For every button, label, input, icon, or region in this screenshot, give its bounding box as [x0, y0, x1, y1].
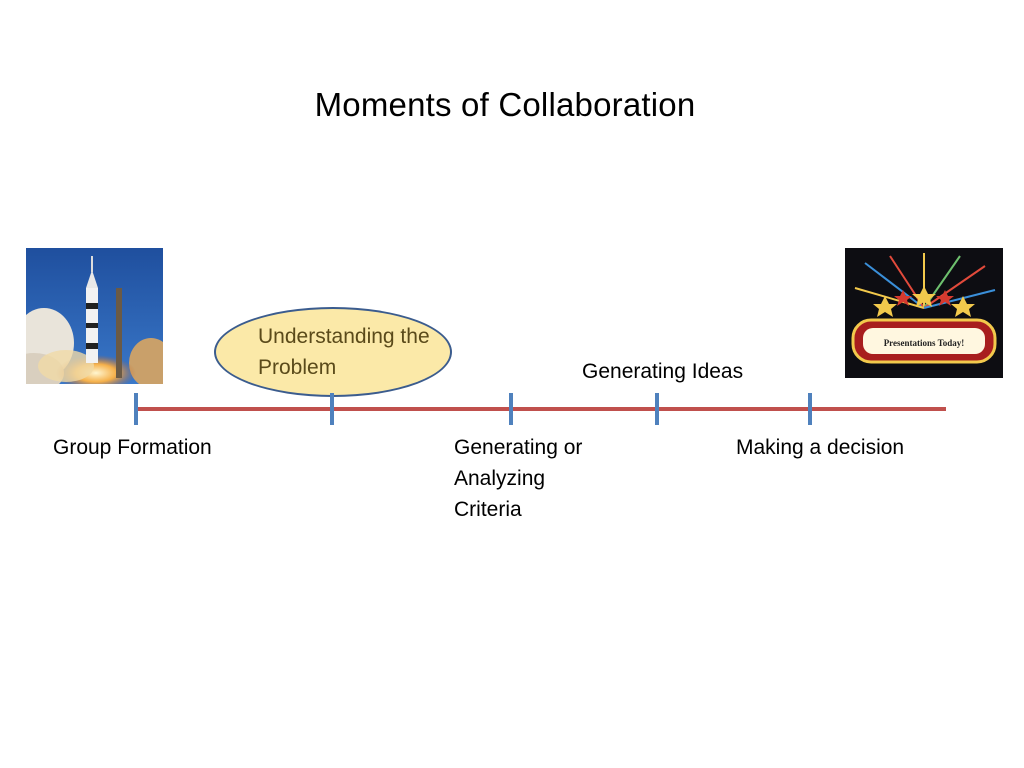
understanding-problem-label: Understanding the Problem — [258, 325, 430, 379]
marquee-text: Presentations Today! — [884, 338, 965, 348]
highlight-ellipse — [214, 307, 452, 397]
slide-title: Moments of Collaboration — [314, 86, 696, 123]
rocket-launch-image — [26, 248, 163, 384]
generating-ideas-label: Generating Ideas — [582, 360, 744, 383]
making-decision-label: Making a decision — [736, 436, 905, 459]
group-formation-label: Group Formation — [53, 436, 212, 459]
generating-criteria-label: Generating or Analyzing Criteria — [454, 436, 583, 521]
presentations-marquee-image: Presentations Today! — [845, 248, 1003, 378]
